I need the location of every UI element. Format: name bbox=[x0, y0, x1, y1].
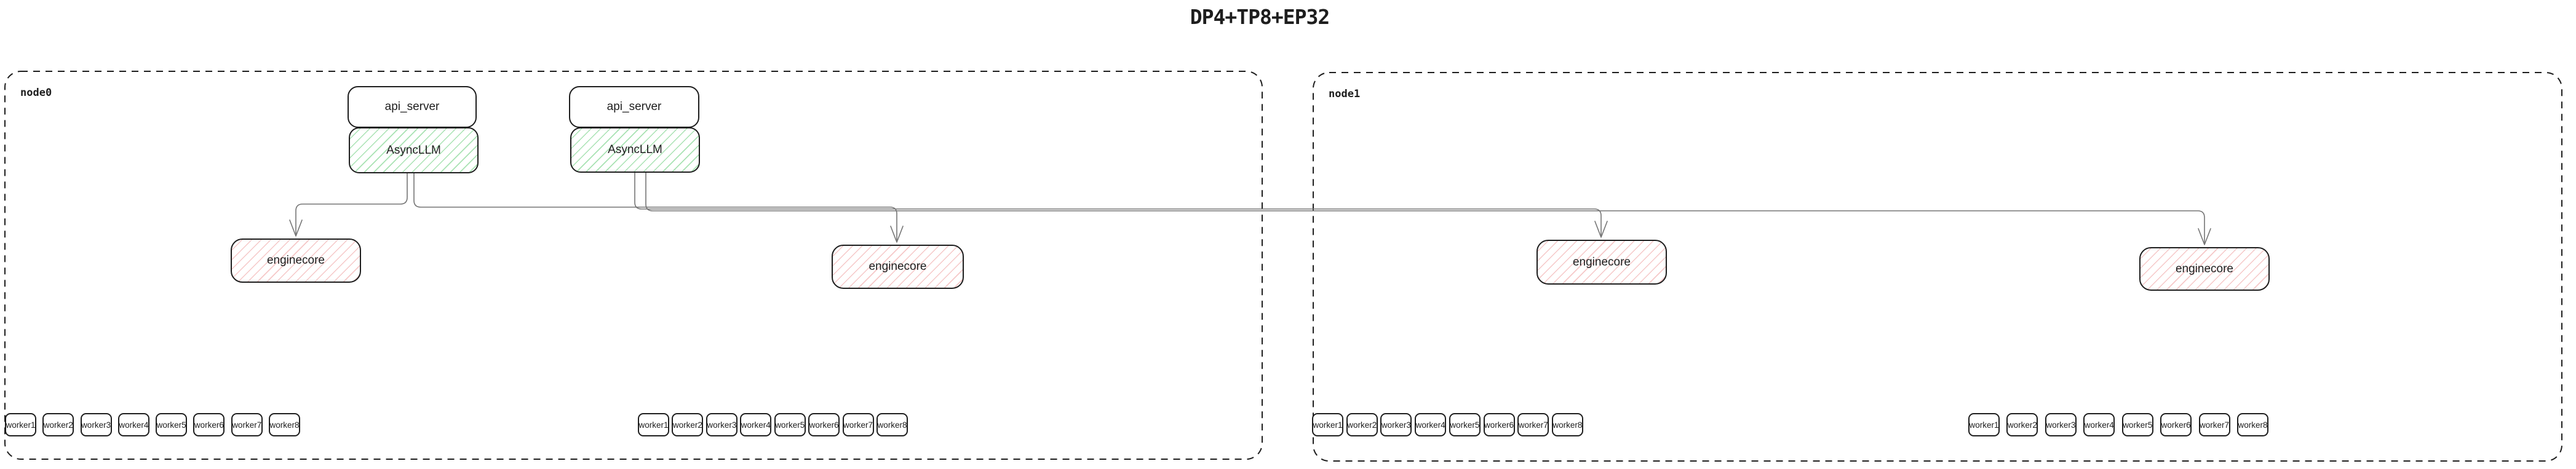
node0-label: node0 bbox=[20, 87, 52, 99]
worker-box: worker6 bbox=[193, 413, 225, 436]
worker-box: worker3 bbox=[706, 413, 737, 436]
worker-box: worker7 bbox=[842, 413, 874, 436]
edge-asyncllm2-enginecore3 bbox=[634, 171, 1602, 236]
worker-box: worker8 bbox=[2236, 413, 2268, 436]
worker-box: worker1 bbox=[5, 413, 36, 436]
worker-box: worker8 bbox=[876, 413, 908, 436]
node0-worker-group-1: worker1 worker2 worker3 worker4 worker5 … bbox=[5, 413, 300, 436]
asyncllm-box-2: AsyncLLM bbox=[570, 127, 700, 173]
edge-asyncllm2-enginecore4 bbox=[645, 171, 2205, 243]
worker-box: worker7 bbox=[231, 413, 263, 436]
edge-asyncllm1-enginecore2 bbox=[413, 173, 897, 241]
node1-label: node1 bbox=[1329, 88, 1361, 100]
worker-box: worker8 bbox=[1551, 413, 1583, 436]
worker-box: worker2 bbox=[2006, 413, 2038, 436]
worker-box: worker6 bbox=[808, 413, 840, 436]
worker-box: worker1 bbox=[1312, 413, 1343, 436]
arrowhead-enginecore2 bbox=[890, 226, 904, 243]
worker-box: worker1 bbox=[638, 413, 669, 436]
worker-box: worker5 bbox=[774, 413, 806, 436]
arrowhead-enginecore4 bbox=[2198, 228, 2211, 245]
node1-worker-group-2: worker1 worker2 worker3 worker4 worker5 … bbox=[1968, 413, 2268, 436]
worker-box: worker5 bbox=[156, 413, 188, 436]
worker-box: worker5 bbox=[1449, 413, 1481, 436]
worker-box: worker4 bbox=[740, 413, 772, 436]
enginecore-box-1: enginecore bbox=[231, 238, 361, 283]
diagram-title: DP4+TP8+EP32 bbox=[1190, 5, 1330, 29]
api-server-box-2: api_server bbox=[569, 86, 699, 128]
worker-box: worker1 bbox=[1968, 413, 2000, 436]
api-server-box-1: api_server bbox=[348, 86, 477, 128]
worker-box: worker7 bbox=[2198, 413, 2230, 436]
worker-box: worker5 bbox=[2121, 413, 2153, 436]
worker-box: worker2 bbox=[42, 413, 74, 436]
enginecore-box-4: enginecore bbox=[2139, 247, 2270, 291]
worker-box: worker6 bbox=[1483, 413, 1515, 436]
arrowhead-enginecore3 bbox=[1594, 221, 1608, 238]
worker-box: worker7 bbox=[1517, 413, 1549, 436]
worker-box: worker8 bbox=[268, 413, 300, 436]
worker-box: worker3 bbox=[2045, 413, 2077, 436]
worker-box: worker6 bbox=[2160, 413, 2192, 436]
worker-box: worker4 bbox=[2083, 413, 2115, 436]
enginecore-box-2: enginecore bbox=[832, 245, 964, 289]
edge-asyncllm1-enginecore1 bbox=[295, 173, 408, 235]
node1-frame bbox=[1313, 72, 2562, 462]
node1-worker-group-1: worker1 worker2 worker3 worker4 worker5 … bbox=[1312, 413, 1583, 436]
node0-frame bbox=[4, 71, 1263, 460]
worker-box: worker2 bbox=[1346, 413, 1378, 436]
worker-box: worker4 bbox=[1415, 413, 1447, 436]
arrowhead-enginecore1 bbox=[289, 219, 303, 237]
worker-box: worker4 bbox=[117, 413, 149, 436]
worker-box: worker2 bbox=[672, 413, 704, 436]
worker-box: worker3 bbox=[80, 413, 112, 436]
enginecore-box-3: enginecore bbox=[1536, 240, 1667, 285]
asyncllm-box-1: AsyncLLM bbox=[349, 127, 479, 173]
node0-worker-group-2: worker1 worker2 worker3 worker4 worker5 … bbox=[638, 413, 908, 436]
worker-box: worker3 bbox=[1380, 413, 1412, 436]
